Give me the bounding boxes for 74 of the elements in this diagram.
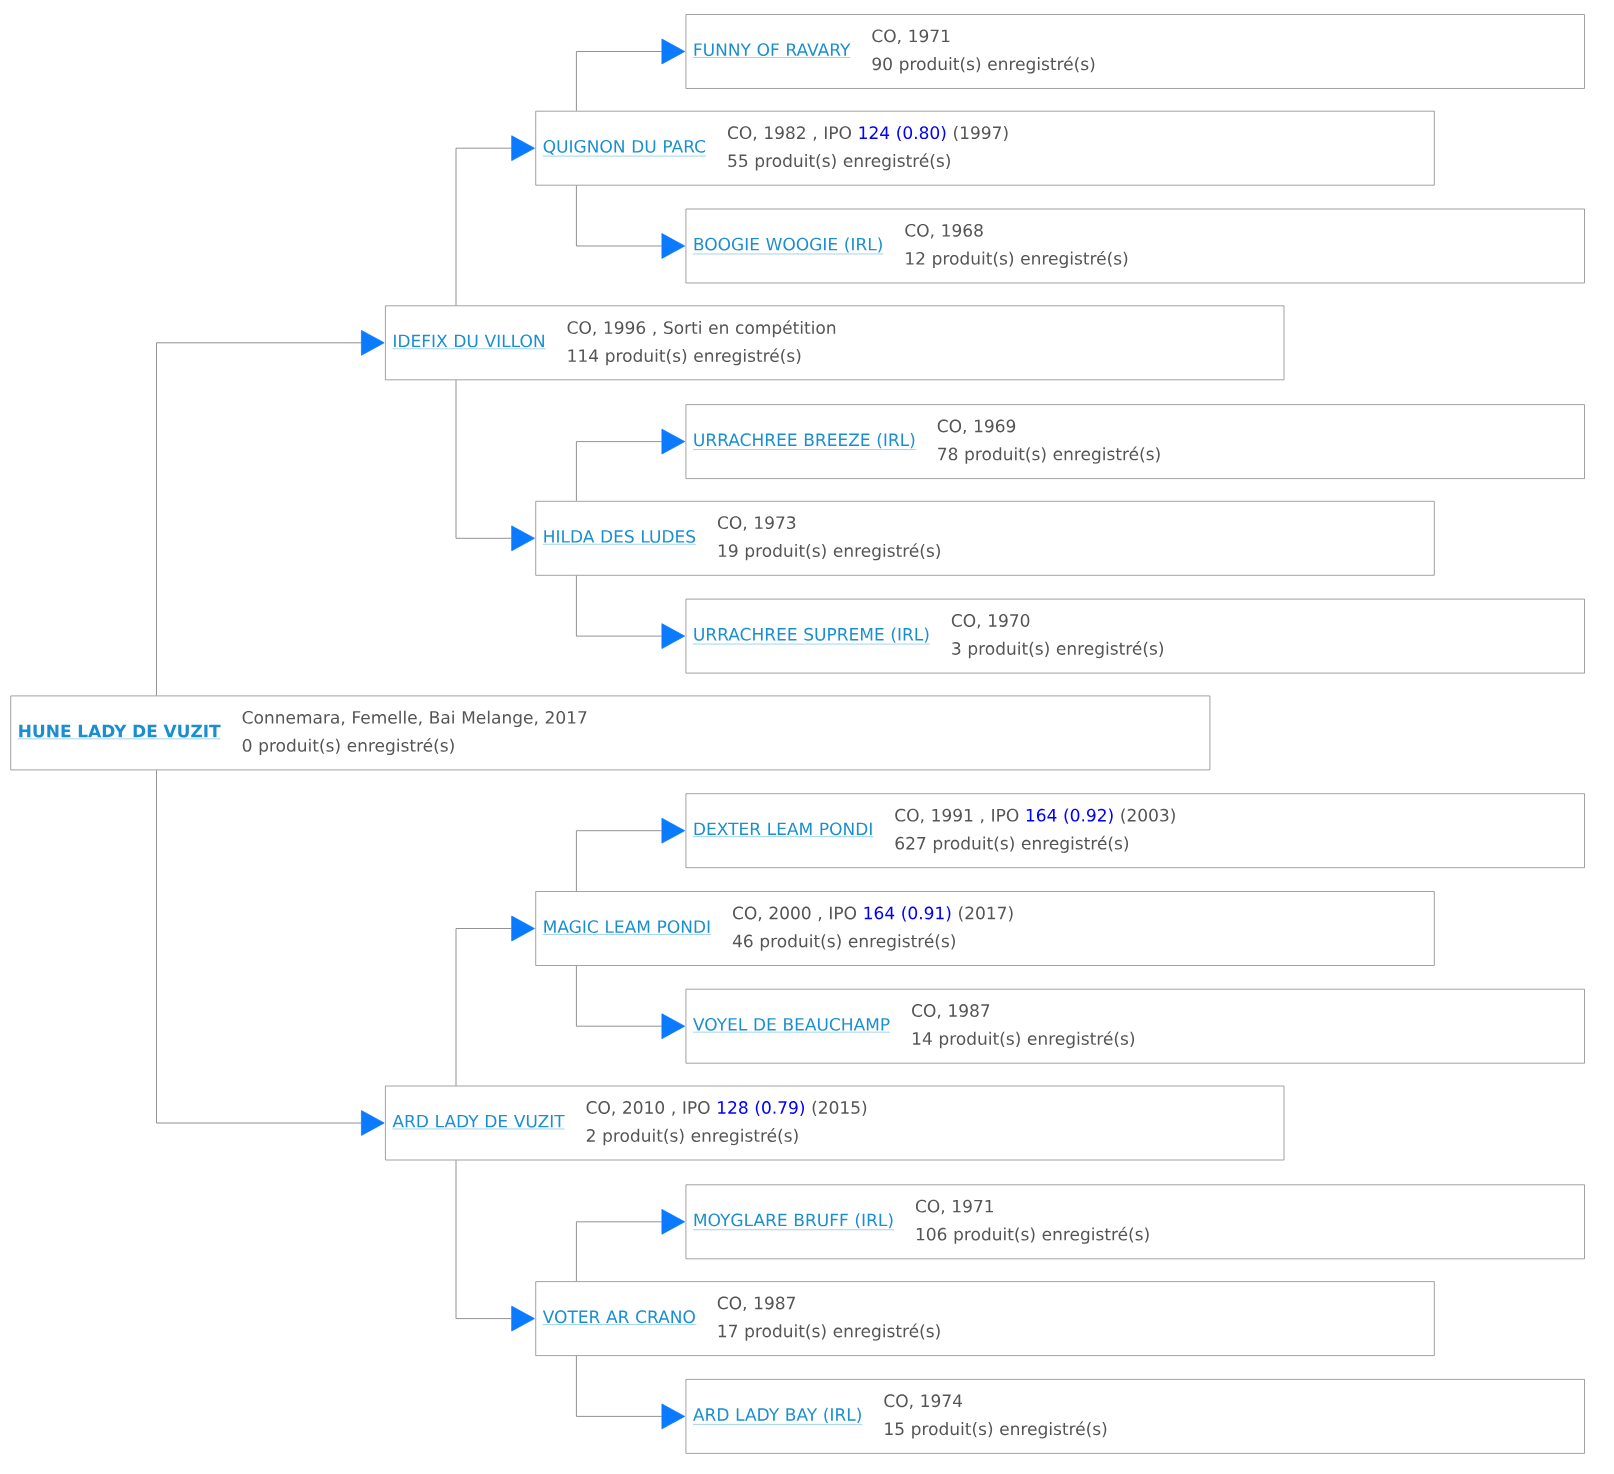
arrow	[455, 1160, 535, 1332]
pedigree-box	[685, 14, 1585, 89]
info-text: CO, 1970	[951, 614, 1030, 629]
info-text: CO, 1973	[718, 516, 796, 531]
horse-name-link: DEXTER LEAM PONDI	[692, 822, 874, 837]
info-text: 19 produit(s) enregistré(s)	[718, 543, 940, 561]
arrow	[156, 330, 385, 696]
info-text: 78 produit(s) enregistré(s)	[938, 446, 1160, 464]
pedigree-box	[535, 1281, 1435, 1356]
info-text: 2 produit(s) enregistré(s)	[586, 1128, 798, 1146]
info-text: 0 produit(s) enregistré(s)	[242, 738, 454, 756]
info-text: CO, 1991 , IPO 164 (0.92) (2003)	[895, 808, 1175, 824]
pedigree-box	[685, 404, 1585, 479]
arrow	[576, 428, 686, 502]
info-text: 627 produit(s) enregistré(s)	[895, 835, 1129, 853]
horse-name-link: MOYGLARE BRUFF (IRL)	[692, 1213, 895, 1230]
info-text: CO, 1969	[937, 419, 1016, 435]
info-text: CO, 1971	[915, 1199, 993, 1215]
info-text: CO, 1968	[905, 223, 983, 239]
pedigree-box	[10, 695, 1211, 771]
info-text: CO, 1987	[912, 1004, 990, 1019]
pedigree-box	[535, 110, 1435, 186]
horse-name-link: FUNNY OF RAVARY	[692, 43, 851, 58]
pedigree-box	[535, 891, 1435, 966]
pedigree-box	[685, 1184, 1585, 1260]
horse-name-link: MAGIC LEAM PONDI	[542, 920, 712, 935]
horse-name-link: HUNE LADY DE VUZIT	[17, 724, 221, 740]
info-text: CO, 1987	[717, 1296, 795, 1312]
horse-name-link: QUIGNON DU PARC	[542, 139, 707, 157]
arrow	[156, 769, 385, 1136]
info-text: 106 produit(s) enregistré(s)	[916, 1226, 1149, 1244]
horse-name-link: HILDA DES LUDES	[542, 530, 697, 545]
horse-name-link: URRACHREE BREEZE (IRL)	[692, 433, 916, 450]
arrow	[576, 1355, 686, 1430]
info-text: CO, 1971	[872, 29, 950, 44]
pedigree-box	[385, 1085, 1285, 1161]
horse-name-link: VOTER AR CRANO	[542, 1310, 697, 1325]
info-text: CO, 1982 , IPO 124 (0.80) (1997)	[728, 125, 1008, 142]
info-text: 46 produit(s) enregistré(s)	[732, 933, 955, 951]
arrow	[576, 965, 686, 1040]
info-text: 17 produit(s) enregistré(s)	[718, 1323, 940, 1341]
info-text: 12 produit(s) enregistré(s)	[906, 250, 1128, 269]
info-text: 14 produit(s) enregistré(s)	[913, 1031, 1135, 1049]
horse-name-link: BOOGIE WOOGIE (IRL)	[692, 237, 884, 255]
arrow	[455, 379, 535, 552]
info-text: CO, 2000 , IPO 164 (0.91) (2017)	[733, 906, 1013, 922]
arrow	[455, 135, 535, 306]
pedigree-box	[685, 793, 1585, 869]
arrow	[576, 38, 686, 112]
pedigree-box	[685, 598, 1585, 674]
horse-name-link: IDEFIX DU VILLON	[392, 334, 546, 349]
pedigree-box	[685, 988, 1585, 1064]
arrow	[576, 575, 686, 649]
horse-name-link: VOYEL DE BEAUCHAMP	[692, 1017, 891, 1033]
info-text: CO, 1996 , Sorti en compétition	[567, 320, 836, 338]
info-text: 55 produit(s) enregistré(s)	[728, 153, 950, 171]
pedigree-box	[685, 1379, 1585, 1454]
arrow	[576, 1209, 686, 1282]
pedigree-box	[535, 500, 1435, 576]
arrow	[576, 817, 686, 892]
info-text: 114 produit(s) enregistré(s)	[568, 348, 801, 366]
info-text: CO, 2010 , IPO 128 (0.79) (2015)	[586, 1100, 867, 1116]
info-text: 3 produit(s) enregistré(s)	[952, 641, 1163, 659]
pedigree-box	[685, 208, 1585, 284]
info-text: 90 produit(s) enregistré(s)	[872, 56, 1095, 74]
info-text: Connemara, Femelle, Bai Melange, 2017	[242, 710, 587, 728]
horse-name-link: ARD LADY DE VUZIT	[392, 1114, 565, 1130]
pedigree-box	[385, 305, 1285, 381]
info-text: CO, 1974	[884, 1394, 962, 1409]
arrow	[455, 915, 535, 1086]
horse-name-link: URRACHREE SUPREME (IRL)	[692, 627, 931, 645]
horse-name-link: ARD LADY BAY (IRL)	[692, 1407, 863, 1425]
arrow	[576, 185, 686, 259]
info-text: 15 produit(s) enregistré(s)	[885, 1421, 1107, 1439]
